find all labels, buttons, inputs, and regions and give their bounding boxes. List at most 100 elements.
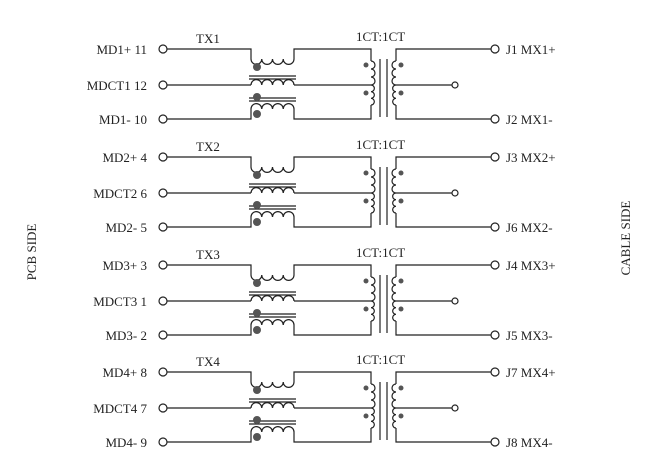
cable-pin-terminal[interactable] bbox=[490, 367, 500, 377]
polarity-dot bbox=[398, 170, 404, 176]
pcb-pin-label: MD2- 5 bbox=[105, 220, 147, 235]
polarity-dot bbox=[253, 416, 261, 424]
center-tap-terminal[interactable] bbox=[451, 297, 459, 305]
polarity-dot bbox=[363, 385, 369, 391]
transformer-label: TX4 bbox=[196, 354, 220, 369]
wire bbox=[167, 156, 252, 167]
polarity-dot bbox=[253, 326, 261, 334]
pcb-pin-terminal[interactable] bbox=[158, 296, 168, 306]
pcb-pin-terminal[interactable] bbox=[158, 188, 168, 198]
polarity-dot bbox=[253, 93, 261, 101]
wire bbox=[293, 156, 372, 169]
wire bbox=[395, 48, 491, 61]
coil bbox=[250, 187, 295, 194]
polarity-dot bbox=[398, 62, 404, 68]
pcb-pin-terminal[interactable] bbox=[158, 437, 168, 447]
coil bbox=[250, 381, 295, 388]
polarity-dot bbox=[363, 170, 369, 176]
pcb-pin-label: MDCT4 7 bbox=[93, 401, 147, 416]
wire bbox=[293, 371, 372, 384]
coil bbox=[250, 166, 295, 173]
wire bbox=[293, 264, 372, 277]
ratio-label: 1CT:1CT bbox=[356, 352, 405, 367]
polarity-dot bbox=[363, 90, 369, 96]
center-tap-terminal[interactable] bbox=[451, 189, 459, 197]
coil bbox=[250, 426, 295, 433]
coil bbox=[391, 276, 397, 322]
cable-pin-terminal[interactable] bbox=[490, 44, 500, 54]
cable-pin-terminal[interactable] bbox=[490, 222, 500, 232]
coil bbox=[391, 60, 397, 106]
ratio-label: 1CT:1CT bbox=[356, 245, 405, 260]
polarity-dot bbox=[253, 110, 261, 118]
coil bbox=[250, 103, 295, 110]
cable-pin-label: J3 MX2+ bbox=[506, 150, 556, 165]
coil bbox=[250, 319, 295, 326]
polarity-dot bbox=[363, 198, 369, 204]
pcb-pin-terminal[interactable] bbox=[158, 403, 168, 413]
cable-pin-terminal[interactable] bbox=[490, 114, 500, 124]
pcb-pin-terminal[interactable] bbox=[158, 80, 168, 90]
polarity-dot bbox=[253, 218, 261, 226]
polarity-dot bbox=[363, 306, 369, 312]
pcb-pin-label: MD4+ 8 bbox=[102, 365, 147, 380]
pcb-pin-terminal[interactable] bbox=[158, 367, 168, 377]
pcb-pin-terminal[interactable] bbox=[158, 222, 168, 232]
pcb-pin-label: MD2+ 4 bbox=[102, 150, 147, 165]
cable-pin-terminal[interactable] bbox=[490, 437, 500, 447]
pcb-pin-terminal[interactable] bbox=[158, 114, 168, 124]
coil bbox=[250, 58, 295, 65]
pcb-pin-label: MD1+ 11 bbox=[96, 42, 147, 57]
cable-pin-terminal[interactable] bbox=[490, 260, 500, 270]
wire bbox=[167, 325, 252, 336]
cable-pin-label: J8 MX4- bbox=[506, 435, 553, 450]
polarity-dot bbox=[398, 306, 404, 312]
cable-pin-terminal[interactable] bbox=[490, 152, 500, 162]
polarity-dot bbox=[398, 413, 404, 419]
cable-pin-terminal[interactable] bbox=[490, 330, 500, 340]
wire bbox=[167, 432, 252, 443]
pcb-pin-label: MDCT3 1 bbox=[93, 294, 147, 309]
pcb-pin-label: MD1- 10 bbox=[99, 112, 147, 127]
cable-pin-label: J4 MX3+ bbox=[506, 258, 556, 273]
cable-pin-label: J5 MX3- bbox=[506, 328, 553, 343]
center-tap-terminal[interactable] bbox=[451, 404, 459, 412]
coil bbox=[370, 276, 376, 322]
wire bbox=[293, 105, 372, 120]
cable-pin-label: J1 MX1+ bbox=[506, 42, 556, 57]
coil bbox=[250, 402, 295, 409]
pcb-pin-terminal[interactable] bbox=[158, 260, 168, 270]
pcb-pin-label: MDCT2 6 bbox=[93, 186, 147, 201]
pcb-pin-terminal[interactable] bbox=[158, 44, 168, 54]
polarity-dot bbox=[253, 386, 261, 394]
cable-pin-label: J6 MX2- bbox=[506, 220, 553, 235]
wire bbox=[167, 217, 252, 228]
center-tap-terminal[interactable] bbox=[451, 81, 459, 89]
transformer-label: TX2 bbox=[196, 139, 220, 154]
polarity-dot bbox=[363, 413, 369, 419]
wire bbox=[167, 109, 252, 120]
wire bbox=[395, 213, 491, 228]
polarity-dot bbox=[253, 433, 261, 441]
polarity-dot bbox=[398, 278, 404, 284]
polarity-dot bbox=[398, 90, 404, 96]
polarity-dot bbox=[253, 201, 261, 209]
pcb-side-label: PCB SIDE bbox=[24, 224, 39, 281]
pcb-pin-terminal[interactable] bbox=[158, 330, 168, 340]
pcb-pin-terminal[interactable] bbox=[158, 152, 168, 162]
coil bbox=[250, 211, 295, 218]
polarity-dot bbox=[398, 385, 404, 391]
transformer-label: TX3 bbox=[196, 247, 220, 262]
pcb-pin-label: MDCT1 12 bbox=[87, 78, 147, 93]
cable-pin-label: J2 MX1- bbox=[506, 112, 553, 127]
polarity-dot bbox=[253, 171, 261, 179]
pcb-pin-label: MD3- 2 bbox=[105, 328, 147, 343]
coil bbox=[250, 295, 295, 302]
polarity-dot bbox=[398, 198, 404, 204]
wire bbox=[293, 321, 372, 336]
polarity-dot bbox=[253, 63, 261, 71]
ratio-label: 1CT:1CT bbox=[356, 137, 405, 152]
